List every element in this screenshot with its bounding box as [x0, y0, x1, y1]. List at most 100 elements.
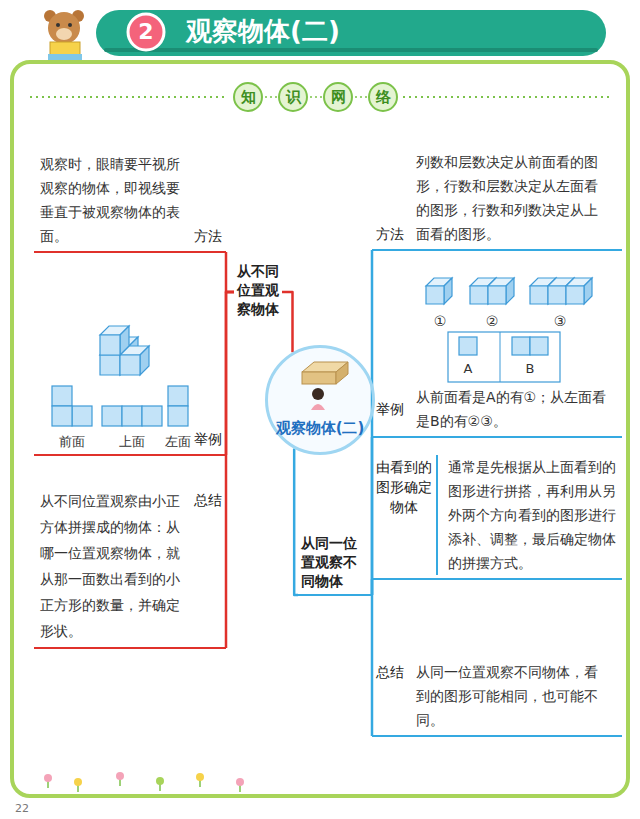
branch-line [226, 292, 234, 648]
view-b-square [530, 337, 548, 355]
front-view-square [52, 406, 72, 426]
bear-eye [68, 23, 72, 27]
bear-icon [44, 10, 84, 60]
header-band [96, 10, 606, 56]
branch-line [226, 252, 234, 292]
dotted-rule [403, 96, 612, 98]
heading-char: 络 [376, 89, 391, 106]
dotted-rule [30, 96, 228, 98]
heading-char: 识 [286, 89, 301, 106]
cube-face [584, 278, 592, 304]
box-front [302, 372, 336, 384]
cube-face [120, 355, 140, 375]
header-shadow [104, 48, 598, 52]
cube-face [100, 335, 120, 355]
topic-body: 从前面看是A的有①；从左面看是B的有②③。 [408, 385, 608, 433]
flower [156, 777, 164, 785]
branch-line [371, 579, 374, 595]
topic-box: 方法观察时，眼睛要平视所观察的物体，即视线要垂直于被观察物体的表面。 [34, 152, 226, 253]
view-divider [500, 332, 501, 382]
branch-text: 从同一位置观察不同物体 [301, 534, 369, 591]
center-circle: 观察物体(二) [265, 345, 375, 455]
topic-heading: 举例 [190, 427, 226, 451]
topic-body: 通常是先根据从上面看到的图形进行拼搭，再利用从另外两个方向看到的图形进行添补、调… [436, 455, 616, 575]
branch-line [282, 292, 293, 352]
heading-circle [324, 83, 352, 111]
left-view-square [168, 386, 188, 406]
view-name: 左面 [165, 435, 191, 449]
box-side [336, 362, 348, 384]
front-view-square [72, 406, 92, 426]
topic-box: 总结从同一位置观察不同物体，看到的图形可能相同，也可能不同。 [372, 660, 622, 737]
topic-heading: 方法 [372, 222, 408, 246]
cube-face [566, 286, 584, 304]
view-name: 上面 [119, 435, 145, 449]
cube-face [470, 286, 488, 304]
number-badge [128, 14, 164, 50]
cube-figure [488, 278, 514, 304]
cube-figure [100, 326, 129, 355]
cube-face [426, 286, 444, 304]
topic-heading: 总结 [190, 488, 226, 512]
view-name: 前面 [59, 435, 85, 449]
figure-number: ① [434, 314, 447, 329]
figure-number: ③ [554, 314, 567, 329]
cube-figure [426, 278, 452, 304]
outer-panel [12, 62, 628, 796]
topic-body: 从同一位置观察不同物体，看到的图形可能相同，也可能不同。 [408, 660, 608, 732]
cube-face [120, 326, 129, 355]
topic-heading: 方法 [190, 224, 226, 248]
branch-label: 从同一位置观察不同物体 [298, 534, 372, 596]
heading-circle [369, 83, 397, 111]
flower [74, 778, 82, 786]
flower [236, 778, 244, 786]
left-view-square [168, 406, 188, 426]
view-frame [448, 332, 560, 382]
cube-face [506, 278, 514, 304]
topic-heading: 总结 [372, 660, 408, 684]
girl-body [311, 404, 325, 410]
view-a-square [459, 337, 477, 355]
heading-circle [279, 83, 307, 111]
heading-circle [234, 83, 262, 111]
topic-body: 列数和层数决定从前面看的图形，行数和层数决定从左面看的图形，行数和列数决定从上面… [408, 150, 608, 246]
flower [116, 772, 124, 780]
cube-face [140, 346, 149, 375]
figure-number: ② [486, 314, 499, 329]
topic-heading: 由看到的图形确定物体 [372, 455, 436, 519]
front-view-square [52, 386, 72, 406]
flower [44, 774, 52, 782]
view-letter: B [526, 362, 535, 376]
topic-box: 举例从前面看是A的有①；从左面看是B的有②③。 [372, 385, 622, 438]
bear-body [48, 54, 82, 60]
branch-text: 从不同位置观察物体 [237, 262, 279, 319]
branch-label: 从不同位置观察物体 [234, 262, 282, 322]
top-view-square [122, 406, 142, 426]
page-number: 22 [15, 803, 29, 815]
flower [196, 773, 204, 781]
cube-figure [566, 278, 592, 304]
topic-body: 观察时，眼睛要平视所观察的物体，即视线要垂直于被观察物体的表面。 [40, 152, 190, 248]
cube-face [548, 286, 566, 304]
center-ground [266, 346, 374, 454]
view-letter: A [464, 362, 473, 376]
heading-char: 知 [241, 89, 256, 106]
top-view-square [142, 406, 162, 426]
topic-box: 由看到的图形确定物体通常是先根据从上面看到的图形进行拼搭，再利用从另外两个方向看… [372, 455, 622, 580]
bear-snout [56, 28, 72, 40]
cube-face [444, 278, 452, 304]
center-text: 观察物体(二) [276, 418, 365, 438]
topic-heading: 举例 [372, 397, 408, 421]
badge-number: 2 [138, 20, 153, 44]
topic-body: 从不同位置观察由小正方体拼摆成的物体：从哪一位置观察物体，就从那一面数出看到的小… [40, 488, 190, 644]
top-view-square [102, 406, 122, 426]
topic-box: 总结从不同位置观察由小正方体拼摆成的物体：从哪一位置观察物体，就从那一面数出看到… [34, 488, 226, 649]
cube-face [488, 286, 506, 304]
bear-eye [56, 23, 60, 27]
girl-head [312, 388, 324, 400]
heading-char: 网 [331, 89, 346, 106]
page-title: 观察物体(二) [186, 12, 340, 50]
topic-box: 方法列数和层数决定从前面看的图形，行数和层数决定从左面看的图形，行数和列数决定从… [372, 150, 622, 251]
cube-face [530, 286, 548, 304]
